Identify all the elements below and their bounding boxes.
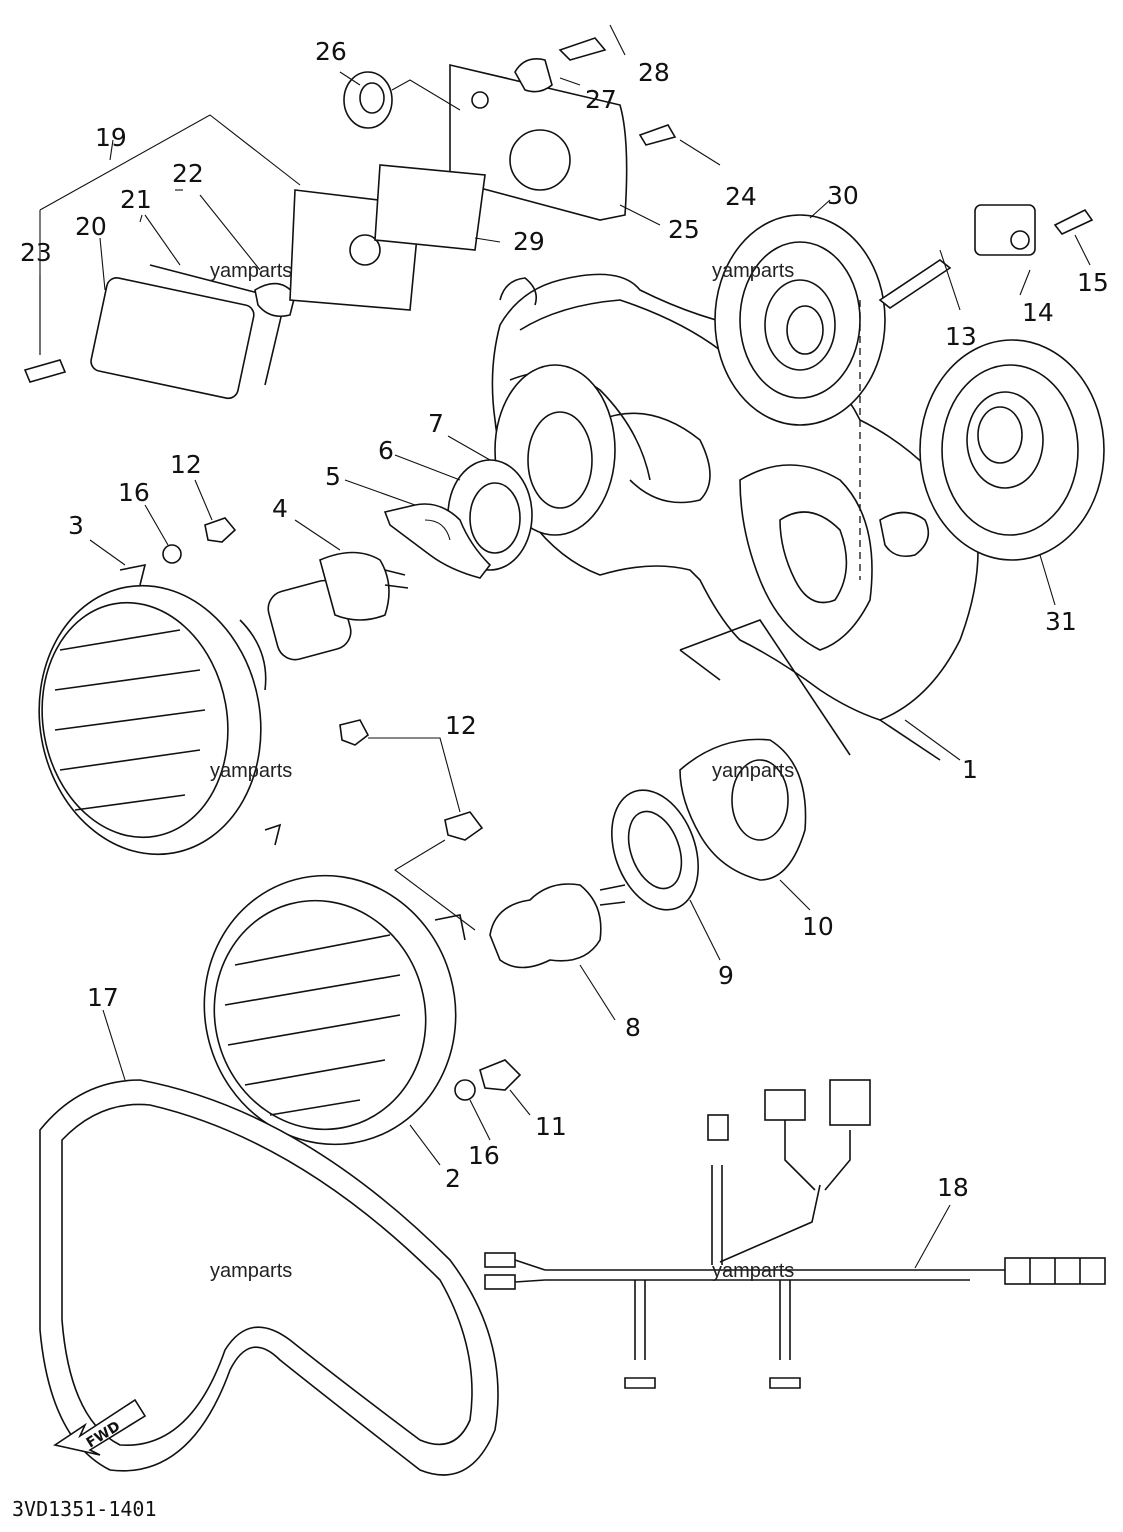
callout-12-lower: 12 bbox=[445, 711, 477, 740]
washer-16-upper-drawing bbox=[162, 544, 182, 564]
grommet-26-drawing bbox=[343, 71, 393, 129]
callout-6: 6 bbox=[378, 436, 394, 465]
gasket-29-drawing bbox=[374, 164, 486, 251]
callout-21: 21 bbox=[120, 185, 152, 214]
callout-19: 19 bbox=[95, 123, 127, 152]
callout-22: 22 bbox=[172, 159, 204, 188]
washer-16-lower-drawing bbox=[454, 1079, 476, 1101]
callout-29: 29 bbox=[513, 227, 545, 256]
harness-18-drawing bbox=[484, 1079, 1106, 1389]
callout-23: 23 bbox=[20, 238, 52, 267]
callout-20: 20 bbox=[75, 212, 107, 241]
headlight-3-drawing bbox=[38, 563, 282, 856]
ring-31-drawing bbox=[919, 339, 1105, 561]
bulb-4-drawing bbox=[267, 551, 409, 661]
callout-16-upper: 16 bbox=[118, 478, 150, 507]
socket-10-drawing bbox=[679, 738, 807, 881]
watermarks: yamparts yamparts yamparts yamparts yamp… bbox=[210, 260, 794, 1282]
ring-30-drawing bbox=[714, 214, 886, 426]
callout-16-lower: 16 bbox=[468, 1141, 500, 1170]
watermark-2: yamparts bbox=[712, 260, 794, 282]
drawing-code: 3VD1351-1401 bbox=[12, 1497, 157, 1521]
headlight-2-drawing bbox=[203, 874, 466, 1146]
callout-labels: 1 2 3 4 5 6 7 8 9 10 11 12 12 13 14 15 1… bbox=[20, 37, 1109, 1202]
watermark-3: yamparts bbox=[210, 760, 292, 782]
callout-17: 17 bbox=[87, 983, 119, 1012]
callout-18: 18 bbox=[937, 1173, 969, 1202]
callout-27: 27 bbox=[585, 85, 617, 114]
screw-12-lower-drawing bbox=[339, 719, 484, 931]
callout-3: 3 bbox=[68, 511, 84, 540]
watermark-6: yamparts bbox=[712, 1260, 794, 1282]
callout-28: 28 bbox=[638, 58, 670, 87]
callout-2: 2 bbox=[445, 1164, 461, 1193]
callout-15: 15 bbox=[1077, 268, 1109, 297]
watermark-5: yamparts bbox=[210, 1260, 292, 1282]
callout-10: 10 bbox=[802, 912, 834, 941]
callout-11: 11 bbox=[535, 1112, 567, 1141]
ring-9-drawing bbox=[611, 789, 699, 911]
callout-4: 4 bbox=[272, 494, 288, 523]
callout-30: 30 bbox=[827, 181, 859, 210]
bulb-8-drawing bbox=[489, 883, 626, 969]
bezel-17-drawing bbox=[39, 1079, 499, 1476]
collar-27-drawing bbox=[514, 58, 553, 93]
callout-8: 8 bbox=[625, 1013, 641, 1042]
callout-5: 5 bbox=[325, 462, 341, 491]
meter-lamp-19-23-drawing bbox=[23, 114, 421, 400]
clip-5-drawing bbox=[383, 503, 492, 579]
screw-15-drawing bbox=[1053, 208, 1094, 235]
watermark-1: yamparts bbox=[210, 260, 292, 282]
leader-lines bbox=[39, 24, 1091, 1269]
callout-12-upper: 12 bbox=[170, 450, 202, 479]
connector-11-drawing bbox=[479, 1059, 522, 1091]
callout-31: 31 bbox=[1045, 607, 1077, 636]
callout-13: 13 bbox=[945, 322, 977, 351]
callout-1: 1 bbox=[962, 755, 978, 784]
bracket-14-drawing bbox=[974, 204, 1036, 256]
callout-9: 9 bbox=[718, 961, 734, 990]
bolt-13-drawing bbox=[878, 259, 952, 309]
plate-25-drawing bbox=[449, 63, 628, 221]
screw-28-drawing bbox=[558, 37, 607, 61]
callout-24: 24 bbox=[725, 182, 757, 211]
screw-24-drawing bbox=[638, 124, 677, 146]
callout-26: 26 bbox=[315, 37, 347, 66]
watermark-4: yamparts bbox=[712, 760, 794, 782]
screw-12-upper-drawing bbox=[204, 517, 237, 543]
callout-14: 14 bbox=[1022, 298, 1054, 327]
callout-25: 25 bbox=[668, 215, 700, 244]
headlight-housing-drawing bbox=[491, 273, 991, 761]
callout-7: 7 bbox=[428, 409, 444, 438]
